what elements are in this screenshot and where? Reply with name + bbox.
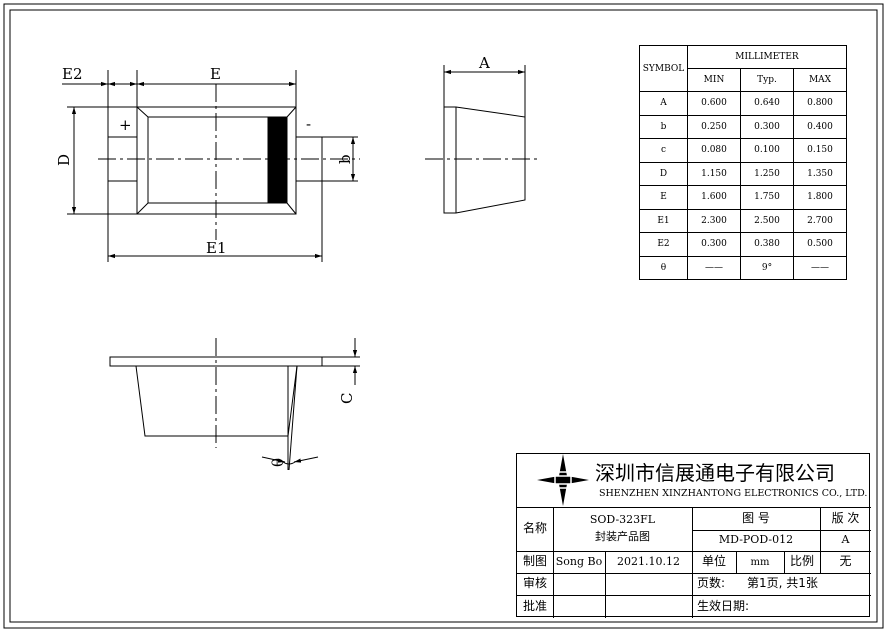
inner-frame [9, 9, 878, 623]
cell-symbol: c [639, 138, 688, 163]
cell-max: 0.400 [793, 114, 847, 139]
scale-label: 比例 [789, 554, 814, 569]
cell-max: 1.800 [793, 185, 847, 210]
table-row: D 1.150 1.250 1.350 [639, 161, 847, 186]
label-minus: - [306, 115, 311, 133]
cell-symbol: b [639, 114, 688, 139]
cathode-band [267, 117, 288, 204]
effective-date-label: 生效日期: [697, 598, 750, 613]
cell-min: 1.150 [687, 161, 741, 186]
unit-label: 单位 [701, 554, 726, 569]
table-row: A 0.600 0.640 0.800 [639, 91, 847, 116]
cell-min: 0.600 [687, 91, 741, 116]
table-row: E2 0.300 0.380 0.500 [639, 232, 847, 257]
unit: mm [750, 556, 770, 568]
dimension-table: SYMBOL MILLIMETER MIN Typ. MAX A 0.600 0… [639, 45, 847, 280]
cell-typ: 1.250 [740, 161, 794, 186]
company-logo [537, 454, 589, 506]
drafted-label: 制图 [522, 554, 547, 569]
cell-symbol: D [639, 161, 688, 186]
pages-label: 页数: [697, 576, 726, 591]
cell-typ: 0.380 [740, 232, 794, 257]
front-view [109, 338, 360, 471]
label-e1: E1 [206, 239, 227, 257]
approve-label: 批准 [522, 598, 547, 613]
part-description: 封装产品图 [595, 529, 650, 543]
label-b: b [336, 154, 354, 164]
header-symbol: SYMBOL [639, 45, 688, 92]
cell-symbol: E1 [639, 208, 688, 233]
cell-max: 0.800 [793, 91, 847, 116]
label-e: E [210, 65, 221, 83]
review-label: 审核 [522, 576, 547, 591]
label-a: A [478, 54, 490, 72]
table-row: θ —— 9° —— [639, 255, 847, 280]
cell-typ: 1.750 [740, 185, 794, 210]
header-typ: Typ. [740, 68, 794, 92]
cell-min: —— [687, 255, 741, 280]
cell-max: 1.350 [793, 161, 847, 186]
side-view [425, 65, 540, 214]
cell-typ: 9° [740, 255, 794, 280]
version-label: 版 次 [831, 510, 860, 525]
cell-typ: 0.300 [740, 114, 794, 139]
company-name-cn: 深圳市信展通电子有限公司 [595, 461, 835, 485]
cell-min: 0.250 [687, 114, 741, 139]
drawing-date: 2021.10.12 [617, 554, 680, 568]
label-e2: E2 [62, 65, 83, 83]
lead-frame [109, 356, 323, 367]
cell-symbol: θ [639, 255, 688, 280]
table-row: E 1.600 1.750 1.800 [639, 185, 847, 210]
cell-typ: 2.500 [740, 208, 794, 233]
version: A [841, 533, 850, 547]
cell-max: —— [793, 255, 847, 280]
name-label: 名称 [522, 521, 547, 536]
header-millimeter: MILLIMETER [687, 45, 847, 69]
label-c: C [338, 393, 356, 404]
top-view [62, 70, 360, 262]
label-plus: + [119, 116, 132, 134]
label-d: D [55, 154, 73, 166]
cell-symbol: E [639, 185, 688, 210]
table-row: b 0.250 0.300 0.400 [639, 114, 847, 139]
body-inner [147, 116, 288, 204]
title-block: 深圳市信展通电子有限公司 SHENZHEN XINZHANTONG ELECTR… [516, 453, 871, 618]
table-row: E1 2.300 2.500 2.700 [639, 208, 847, 233]
outer-frame [3, 3, 884, 629]
cell-min: 0.300 [687, 232, 741, 257]
cell-min: 0.080 [687, 138, 741, 163]
pages: 第1页, 共1张 [747, 576, 818, 591]
drafted-by: Song Bo [555, 554, 603, 568]
scale: 无 [839, 554, 852, 569]
cell-min: 1.600 [687, 185, 741, 210]
cell-symbol: A [639, 91, 688, 116]
cell-typ: 0.100 [740, 138, 794, 163]
label-theta: θ [269, 458, 287, 467]
drawing-no-label: 图 号 [742, 510, 770, 525]
table-row: c 0.080 0.100 0.150 [639, 138, 847, 163]
header-max: MAX [793, 68, 847, 92]
part-name: SOD-323FL [589, 512, 656, 526]
company-name-en: SHENZHEN XINZHANTONG ELECTRONICS CO., LT… [599, 487, 868, 499]
cell-max: 0.150 [793, 138, 847, 163]
drawing-no: MD-POD-012 [718, 533, 794, 547]
cell-typ: 0.640 [740, 91, 794, 116]
cell-max: 0.500 [793, 232, 847, 257]
cell-max: 2.700 [793, 208, 847, 233]
header-min: MIN [687, 68, 741, 92]
cell-min: 2.300 [687, 208, 741, 233]
cell-symbol: E2 [639, 232, 688, 257]
